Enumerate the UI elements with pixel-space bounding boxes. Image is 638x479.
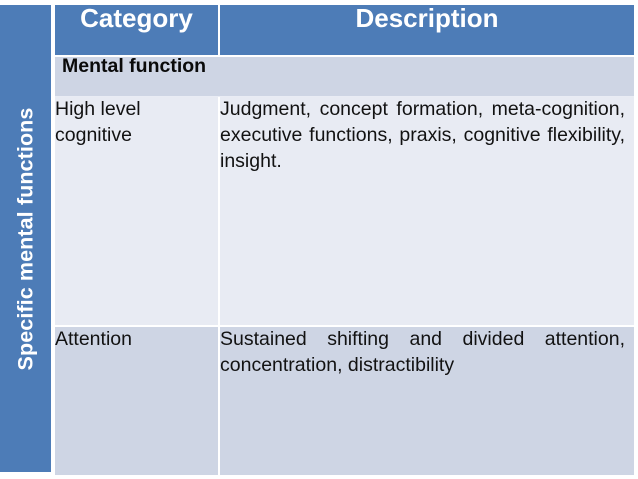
side-band-label: Specific mental functions	[13, 107, 37, 370]
row-category-text: High level cognitive	[55, 98, 141, 146]
row-description-cell: Sustained shifting and divided attention…	[220, 325, 634, 475]
column-header-category-label: Category	[80, 3, 193, 33]
row-category-cell: Attention	[55, 325, 220, 475]
table-container: Category Description Mental function Hig…	[55, 5, 634, 475]
mental-functions-table: Category Description Mental function Hig…	[55, 5, 634, 475]
column-header-category: Category	[55, 5, 220, 55]
column-header-description-label: Description	[355, 3, 499, 33]
table-header-row: Category Description	[55, 5, 634, 55]
group-row-cell: Mental function	[55, 55, 634, 97]
side-band: Specific mental functions	[0, 5, 51, 472]
table-group-row: Mental function	[55, 55, 634, 97]
row-description-text: Sustained shifting and divided attention…	[220, 328, 625, 376]
row-description-text: Judgment, concept formation, meta-cognit…	[220, 98, 625, 172]
row-category-cell: High level cognitive	[55, 97, 220, 325]
table-row: High level cognitive Judgment, concept f…	[55, 97, 634, 325]
column-header-description: Description	[220, 5, 634, 55]
row-category-text: Attention	[55, 328, 132, 350]
group-row-label: Mental function	[62, 55, 207, 77]
row-description-cell: Judgment, concept formation, meta-cognit…	[220, 97, 634, 325]
table-row: Attention Sustained shifting and divided…	[55, 325, 634, 475]
